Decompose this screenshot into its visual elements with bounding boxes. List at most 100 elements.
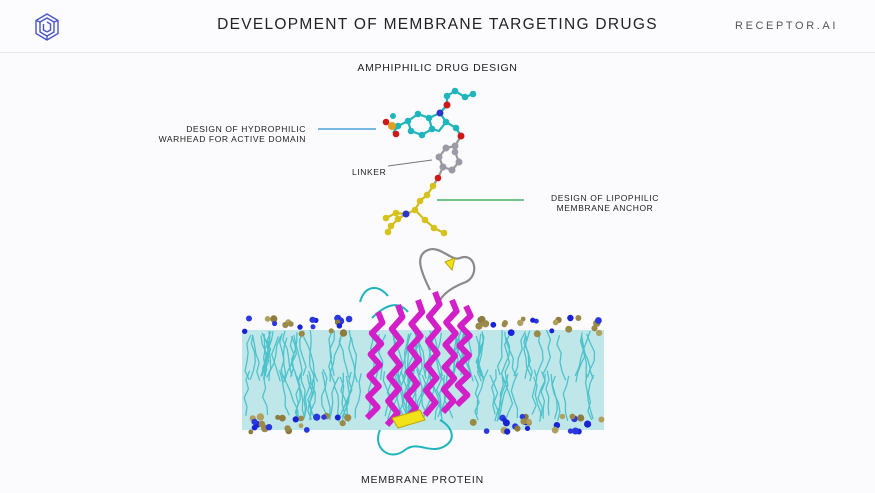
lipid-headgroup [309,316,316,323]
lipid-headgroup [577,414,585,422]
lipid-headgroup [344,414,352,422]
protein-helix [422,290,443,417]
lipid-tail [476,369,489,415]
warhead-callout-line2: WARHEAD FOR ACTIVE DOMAIN [158,134,306,144]
lipid-tail [556,335,567,381]
lipid-tail [532,376,542,422]
lipid-tail [496,376,509,422]
lipid-tail [249,334,256,380]
lipid-tail [541,329,552,376]
lipid-headgroup [284,425,291,432]
lipid-tail [306,374,314,421]
membrane-protein [359,247,476,456]
lipid-headgroup [292,416,299,423]
lipid-headgroup [519,413,526,420]
lipid-tail [339,370,356,416]
page-title: DEVELOPMENT OF MEMBRANE TARGETING DRUGS [217,16,658,33]
lipid-headgroup [258,420,266,428]
lipid-tail [244,334,252,381]
lipid-headgroup [303,427,310,433]
lipid-headgroup [246,315,252,322]
lipid-tail [397,373,405,419]
lipid-tail [540,373,546,419]
anchor-callout-line2: MEMBRANE ANCHOR [556,203,654,213]
lipid-headgroup [591,325,598,332]
linker-callout-line [387,159,433,167]
lipid-headgroup [559,413,566,420]
lipid-headgroup [469,418,477,426]
lipid-tail [328,330,333,376]
lipid-tail [340,372,348,418]
lipid-tail [328,374,336,421]
lipid-tail [489,374,500,420]
lipid-tail [382,371,393,417]
lipid-headgroup [275,414,281,420]
lipid-tail [300,372,306,418]
lipid-headgroup [584,420,592,428]
lipid-tail [535,332,544,379]
lipid-tail [307,372,316,418]
lipid-headgroup [514,425,521,432]
lipid-headgroup [520,418,527,425]
lipid-headgroup [565,325,573,333]
lipid-headgroup [297,324,303,330]
hexagon-maze-logo-icon [35,13,59,41]
header-bar: DEVELOPMENT OF MEMBRANE TARGETING DRUGS … [0,0,875,53]
lipid-headgroup [475,322,483,330]
lipid-headgroup [242,328,248,334]
lipid-headgroup [549,328,555,334]
lipid-tail [261,369,269,416]
lipid-tail [289,336,299,382]
lipid-headgroup [567,428,574,434]
lipid-headgroup [321,414,327,420]
lipid-tail [260,331,271,377]
lipid-headgroup [345,315,353,323]
lipid-headgroup [248,429,254,435]
lipid-headgroup [507,329,515,336]
lipid-tail [523,333,531,379]
lipid-headgroup [313,413,321,421]
lipid-tail [415,369,428,415]
lipid-headgroup [530,317,536,323]
lipid-tail [321,371,331,417]
lipid-tail [279,333,285,379]
lipid-tail [260,331,272,377]
lipid-tail [551,375,561,422]
lipid-tail [434,374,446,421]
extracellular-loop [419,247,476,301]
protein-helix [440,298,460,415]
lipid-headgroup [571,427,579,435]
lipid-headgroup [298,415,305,422]
lipid-headgroup [598,416,605,423]
lipid-tail [503,335,511,381]
lipid-headgroup [524,425,531,431]
lipid-tail [562,375,570,422]
lipid-tail [500,337,511,383]
lipid-tail [524,336,533,382]
protein-helix [364,310,386,421]
lipid-tail [427,370,442,416]
lipid-tail [278,370,290,416]
lipid-headgroup [517,319,524,326]
lipid-headgroup [575,315,582,321]
lipid-headgroup [270,315,278,323]
lipid-headgroup [502,419,510,427]
membrane-protein-label: MEMBRANE PROTEIN [360,474,485,486]
lipid-tail [501,376,514,422]
lipid-headgroup [298,423,304,429]
lipid-tail [545,370,550,416]
lipid-headgroup [310,324,316,330]
lipid-tail [282,330,293,377]
lipid-headgroup [567,314,574,322]
lipid-headgroup [298,330,305,337]
anchor-callout: DESIGN OF LIPOPHILIC MEMBRANE ANCHOR [530,193,680,213]
drug-molecule [382,87,477,237]
lipid-headgroup [251,424,258,431]
lipid-headgroup [501,321,507,328]
lipid-tail [531,369,538,415]
lipid-headgroup [490,321,497,328]
lipid-headgroup [251,418,258,425]
lipid-tail [268,335,282,382]
lipid-headgroup [504,428,511,435]
